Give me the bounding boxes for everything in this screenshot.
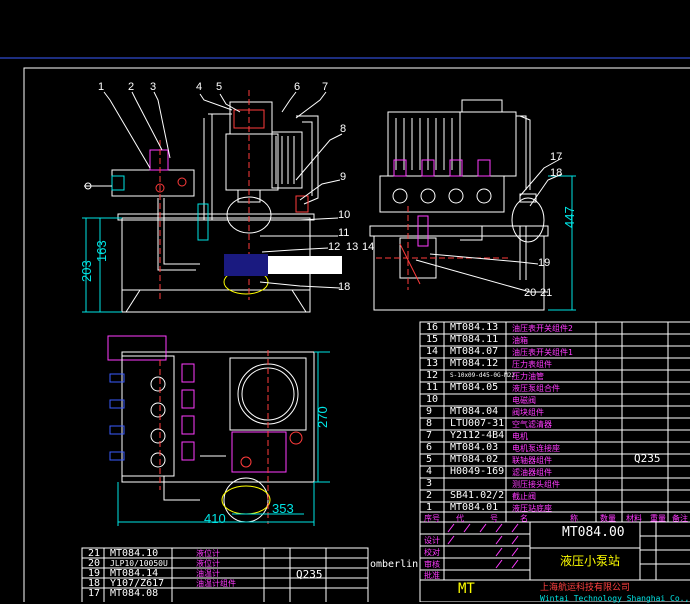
front-view (82, 90, 343, 313)
top-view (107, 335, 330, 526)
hatch-marks (447, 523, 519, 569)
parts-table-grid (81, 321, 690, 602)
side-view (369, 99, 576, 311)
drawing-border (0, 57, 690, 602)
